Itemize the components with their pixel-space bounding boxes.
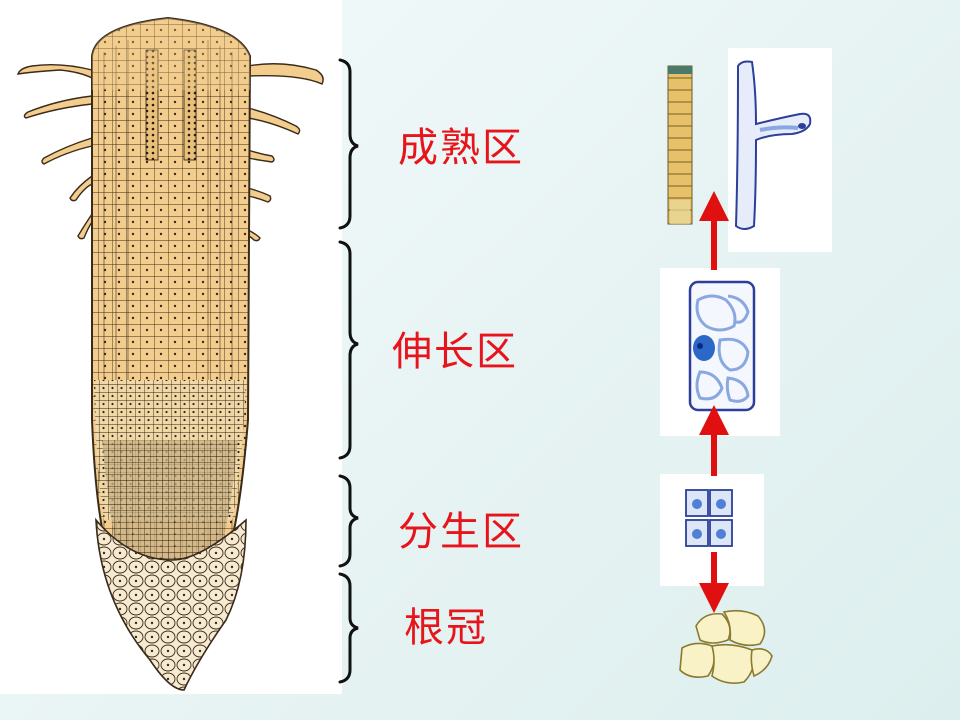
label-maturation-zone: 成熟区 <box>398 125 524 171</box>
root-cap <box>95 517 247 691</box>
root-hair-cell-icon <box>734 60 812 230</box>
brace-meristematic <box>338 474 359 568</box>
label-meristematic-zone: 分生区 <box>398 509 524 555</box>
label-elongation-zone: 伸长区 <box>392 329 518 375</box>
brace-maturation <box>338 58 359 230</box>
elongation-cell-icon <box>688 280 756 412</box>
label-root-cap: 根冠 <box>404 605 488 651</box>
root-cap-cells-icon <box>679 609 773 684</box>
zone-braces <box>338 58 359 684</box>
meristem-cells-icon <box>685 489 733 547</box>
vessel-icon <box>667 65 693 225</box>
brace-root-cap <box>338 572 359 684</box>
vascular-strand-right <box>183 49 197 161</box>
vascular-strand-left <box>145 49 159 161</box>
brace-elongation <box>338 240 359 460</box>
root-section <box>16 16 324 691</box>
